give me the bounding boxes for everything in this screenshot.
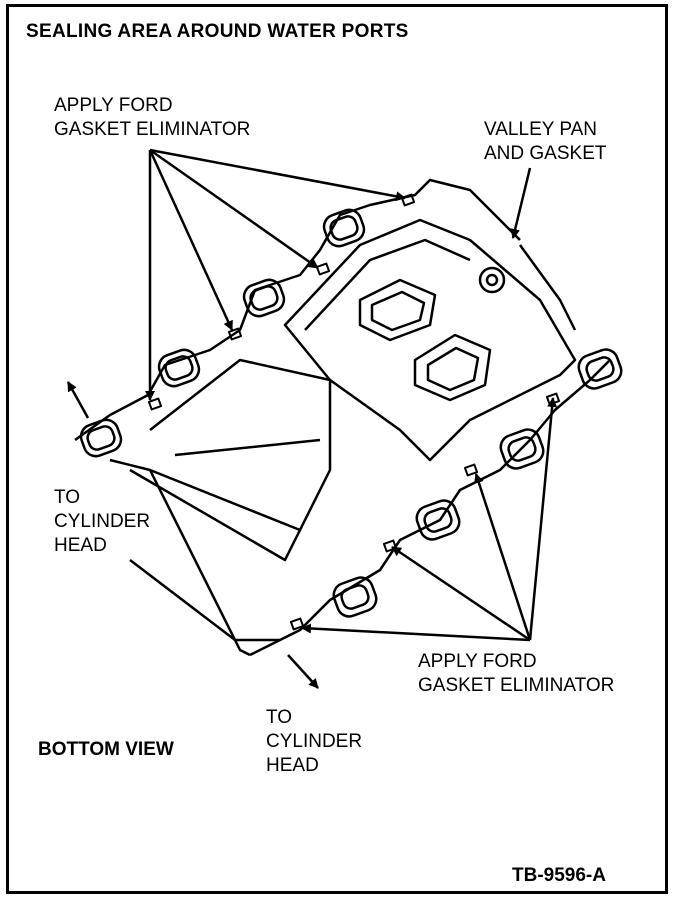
right-intake-ports [332, 348, 623, 618]
plenum-port-lower [413, 333, 492, 402]
apply-gasket-eliminator-top-label: APPLY FORD GASKET ELIMINATOR [54, 95, 251, 140]
apply-gasket-eliminator-bottom-label: APPLY FORD GASKET ELIMINATOR [418, 651, 615, 696]
bottom-leader-arrows [301, 397, 558, 642]
right-flange [249, 359, 611, 657]
figure-frame [6, 4, 668, 894]
top-leader-arrows [145, 148, 406, 401]
figure-id-label: TB-9596-A [512, 865, 606, 886]
bottom-view-label: BOTTOM VIEW [38, 739, 174, 760]
figure-title: SEALING AREA AROUND WATER PORTS [26, 21, 409, 42]
water-port [478, 266, 506, 294]
left-intake-ports [79, 208, 366, 458]
to-cylinder-head-left-label: TO CYLINDER HEAD [54, 487, 151, 556]
valley-leader-arrow [510, 167, 532, 239]
bottom-head-arrow [287, 654, 319, 689]
plenum-port-upper [358, 278, 437, 342]
left-head-arrow [66, 381, 90, 419]
valley-pan-label: VALLEY PAN AND GASKET [484, 119, 607, 164]
manifold-body [109, 458, 251, 657]
to-cylinder-head-bottom-label: TO CYLINDER HEAD [266, 707, 363, 776]
plenum [283, 218, 577, 462]
sealing-areas [147, 193, 561, 631]
